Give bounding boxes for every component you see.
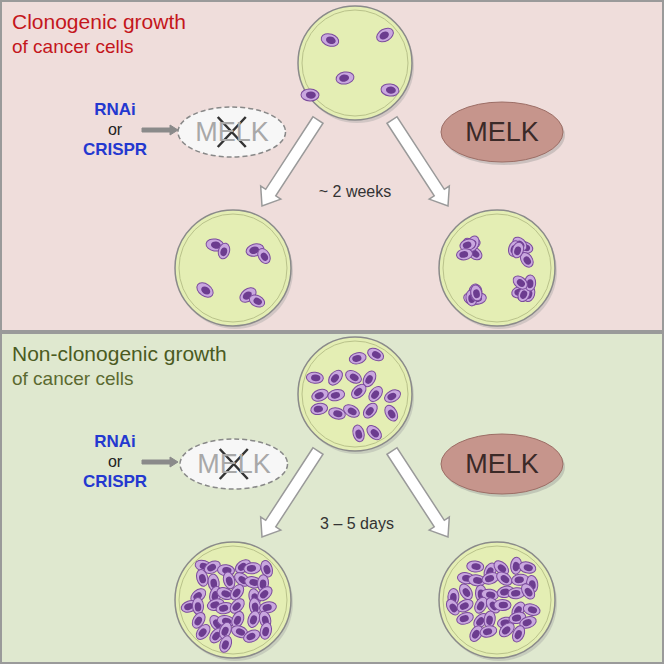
panel-subtitle: of cancer cells (12, 36, 133, 58)
cancer-cell (519, 581, 538, 601)
cancer-cell (361, 401, 380, 421)
cancer-cell (374, 25, 396, 44)
knockout-ellipse: MELK (179, 438, 289, 490)
time-arrow (387, 448, 449, 537)
cancer-cell (242, 628, 262, 645)
time-label: ~ 2 weeks (319, 183, 391, 201)
cancer-cell (366, 384, 385, 404)
cancer-cell (217, 242, 232, 260)
cancer-cell (455, 611, 475, 627)
cancer-cell (351, 424, 366, 443)
cancer-cell (382, 403, 400, 423)
cancer-cell (494, 569, 514, 588)
culture-dish (439, 210, 557, 329)
cancer-cell (310, 402, 329, 416)
cancer-cell (470, 284, 484, 302)
cancer-cell (455, 597, 475, 614)
time-arrow (387, 117, 449, 206)
panel-title: Clonogenic growth (12, 10, 186, 34)
melk-ellipse: MELK (440, 433, 564, 495)
panel-ground (0, 332, 664, 664)
gene-name: MELK (465, 449, 539, 480)
panel-subtitle: of cancer cells (12, 368, 133, 390)
cancer-cell (511, 273, 530, 292)
cancer-cell (383, 387, 403, 405)
cancer-cell (494, 599, 511, 610)
cancer-cell (326, 368, 345, 388)
method-name: CRISPR (83, 140, 147, 160)
cancer-cell (469, 284, 483, 302)
panel: Non-clonogenic growthof cancer cellsMELK… (0, 332, 664, 664)
cancer-cell (510, 241, 525, 260)
gene-name: MELK (195, 117, 269, 148)
cancer-cell (247, 292, 266, 309)
cancer-cell (466, 560, 484, 573)
connector-word: or (108, 453, 122, 471)
culture-dish (298, 6, 414, 123)
panel-ground (0, 0, 664, 332)
time-label: 3 – 5 days (320, 515, 394, 533)
cancer-cell (380, 83, 399, 97)
cancer-cell (255, 246, 273, 265)
panel-title: Non-clonogenic growth (12, 342, 227, 366)
method-name: RNAi (94, 432, 136, 452)
cancer-cell (341, 402, 361, 420)
knockdown-arrow (142, 457, 178, 467)
method-name: RNAi (94, 100, 136, 120)
culture-dish (439, 542, 557, 661)
cancer-cell (343, 368, 363, 386)
cancer-cell (195, 568, 210, 587)
culture-dish (298, 337, 414, 454)
cancer-cell (366, 346, 386, 364)
cancer-cell (310, 387, 330, 403)
cancer-cell (335, 71, 355, 86)
method-name: CRISPR (83, 472, 147, 492)
culture-dish (175, 210, 293, 329)
connector-word: or (108, 121, 122, 139)
cancer-cell (456, 248, 474, 261)
cancer-cell (510, 624, 527, 644)
melk-ellipse: MELK (440, 101, 564, 163)
cancer-cell (349, 382, 369, 402)
panel: Clonogenic growthof cancer cellsMELK MELK (0, 0, 664, 332)
cancer-cell (301, 89, 319, 102)
cancer-cell (364, 423, 384, 443)
gene-name: MELK (465, 117, 539, 148)
cancer-cell (327, 388, 346, 402)
knockdown-arrow (142, 125, 178, 135)
cancer-cell (194, 280, 216, 300)
cancer-cell (243, 562, 261, 575)
gene-name: MELK (197, 449, 271, 480)
knockout-ellipse: MELK (177, 106, 287, 158)
cancer-cell (320, 32, 341, 49)
cancer-cell (306, 371, 324, 384)
cancer-cell (518, 560, 537, 575)
cancer-cell (217, 634, 233, 654)
cancer-cell (457, 582, 475, 602)
cancer-cell (259, 621, 274, 640)
culture-dish (175, 542, 293, 661)
cancer-cell (348, 351, 367, 366)
cancer-cell (479, 624, 498, 639)
